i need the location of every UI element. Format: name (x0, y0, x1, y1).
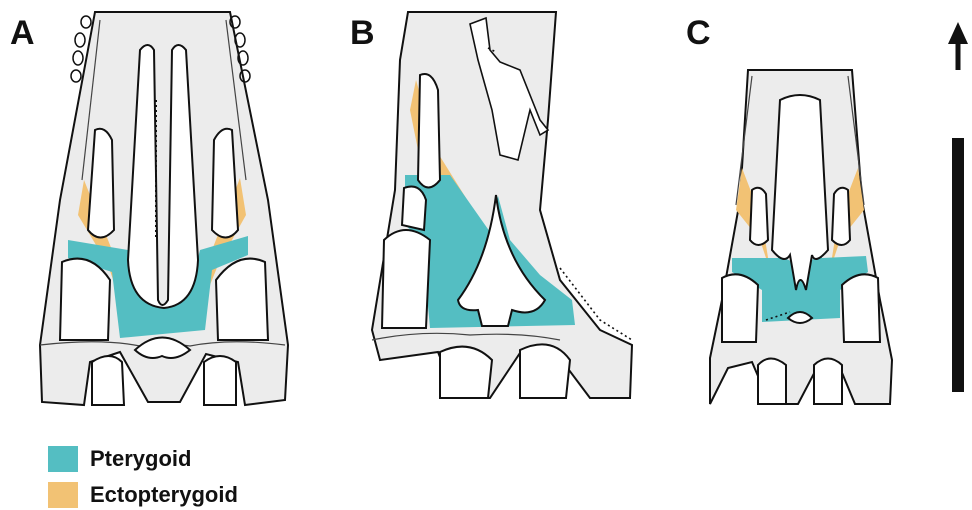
legend-item-pterygoid: Pterygoid (48, 446, 191, 472)
fenestra-b-mid (402, 187, 426, 231)
orbit-c-right (842, 274, 880, 342)
fenestra-c-right (832, 188, 850, 245)
orbit-c-left (722, 274, 758, 342)
ectopterygoid-swatch (48, 482, 78, 508)
skull-diagram-a (40, 12, 288, 405)
skull-diagram-c (710, 70, 892, 404)
skull-diagram-b (372, 12, 632, 398)
fenestra-c-left (750, 188, 768, 245)
scale-bar (952, 138, 964, 392)
orbit-b (382, 230, 430, 328)
up-arrow-icon (948, 22, 968, 70)
orbit-a-right (216, 259, 268, 340)
fenestra-b-upper (418, 74, 440, 188)
panel-label-c: C (686, 16, 711, 50)
pterygoid-swatch (48, 446, 78, 472)
legend-label-pterygoid: Pterygoid (90, 446, 191, 472)
orbit-a-left (60, 259, 110, 340)
panel-label-b: B (350, 16, 375, 50)
panel-label-a: A (10, 16, 35, 50)
legend-label-ectopterygoid: Ectopterygoid (90, 482, 238, 508)
legend-item-ectopterygoid: Ectopterygoid (48, 482, 238, 508)
